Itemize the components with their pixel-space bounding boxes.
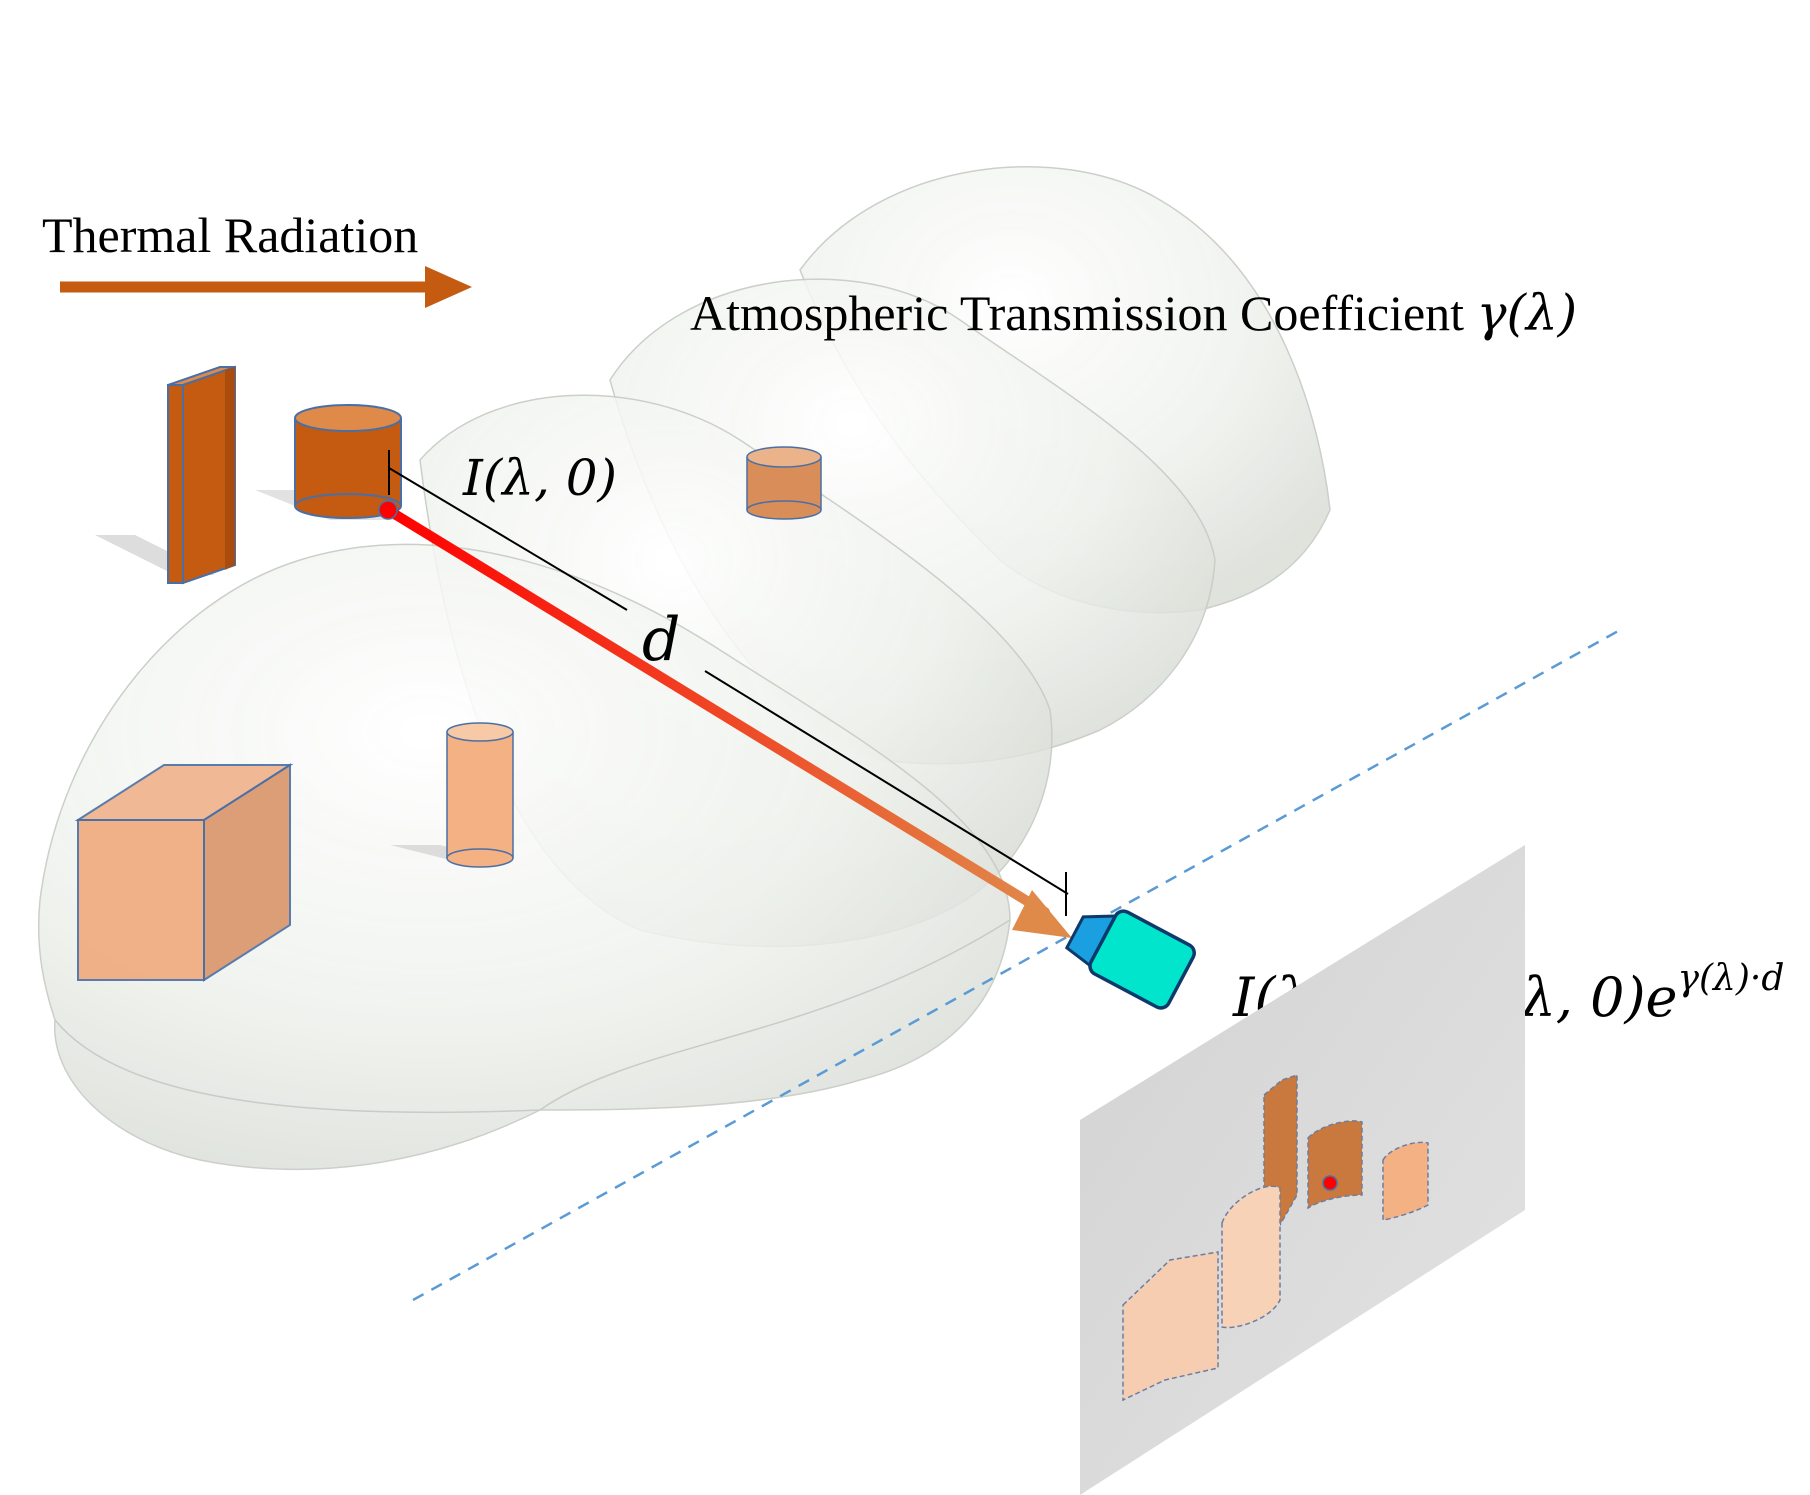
atmosphere-label: Atmospheric Transmission Coefficient γ(λ… bbox=[690, 284, 1577, 342]
small-cylinder bbox=[746, 446, 822, 520]
equation-exponent: γ(λ)·d bbox=[1678, 958, 1785, 999]
image-plane bbox=[1080, 845, 1525, 1495]
source-intensity-label: I(λ, 0) bbox=[462, 449, 617, 507]
projected-tall-cylinder bbox=[1221, 1185, 1281, 1329]
thermal-radiation-label: Thermal Radiation bbox=[42, 207, 418, 263]
projected-small-cylinder bbox=[1382, 1141, 1429, 1221]
projected-beam-point bbox=[1322, 1175, 1338, 1191]
projected-cube bbox=[1122, 1251, 1219, 1402]
cube bbox=[74, 763, 294, 982]
tall-prism bbox=[167, 365, 236, 585]
radiation-beam bbox=[378, 500, 1072, 938]
tall-cylinder bbox=[390, 722, 514, 868]
thermal-radiation-legend: Thermal Radiation bbox=[42, 207, 472, 308]
beam-arrowhead-icon bbox=[1012, 890, 1072, 938]
projected-objects bbox=[1122, 1073, 1429, 1402]
atmosphere-label-symbol: γ(λ) bbox=[1477, 284, 1578, 342]
dark-cylinder bbox=[294, 404, 402, 519]
back-objects bbox=[95, 365, 402, 585]
distance-dimension: d bbox=[388, 450, 1069, 916]
beam-source-point bbox=[378, 500, 398, 520]
thermal-radiation-arrow-icon bbox=[60, 266, 472, 308]
atmosphere-cloud bbox=[37, 166, 1331, 1171]
cloud-objects bbox=[74, 446, 822, 982]
cloud-base-ridge bbox=[54, 919, 1011, 1114]
projected-dark-cylinder bbox=[1307, 1120, 1363, 1210]
distance-label: d bbox=[642, 605, 680, 675]
atmosphere-label-text: Atmospheric Transmission Coefficient bbox=[690, 285, 1477, 341]
cloud-lobe-1 bbox=[37, 543, 1011, 1171]
camera-icon bbox=[1064, 909, 1196, 1010]
